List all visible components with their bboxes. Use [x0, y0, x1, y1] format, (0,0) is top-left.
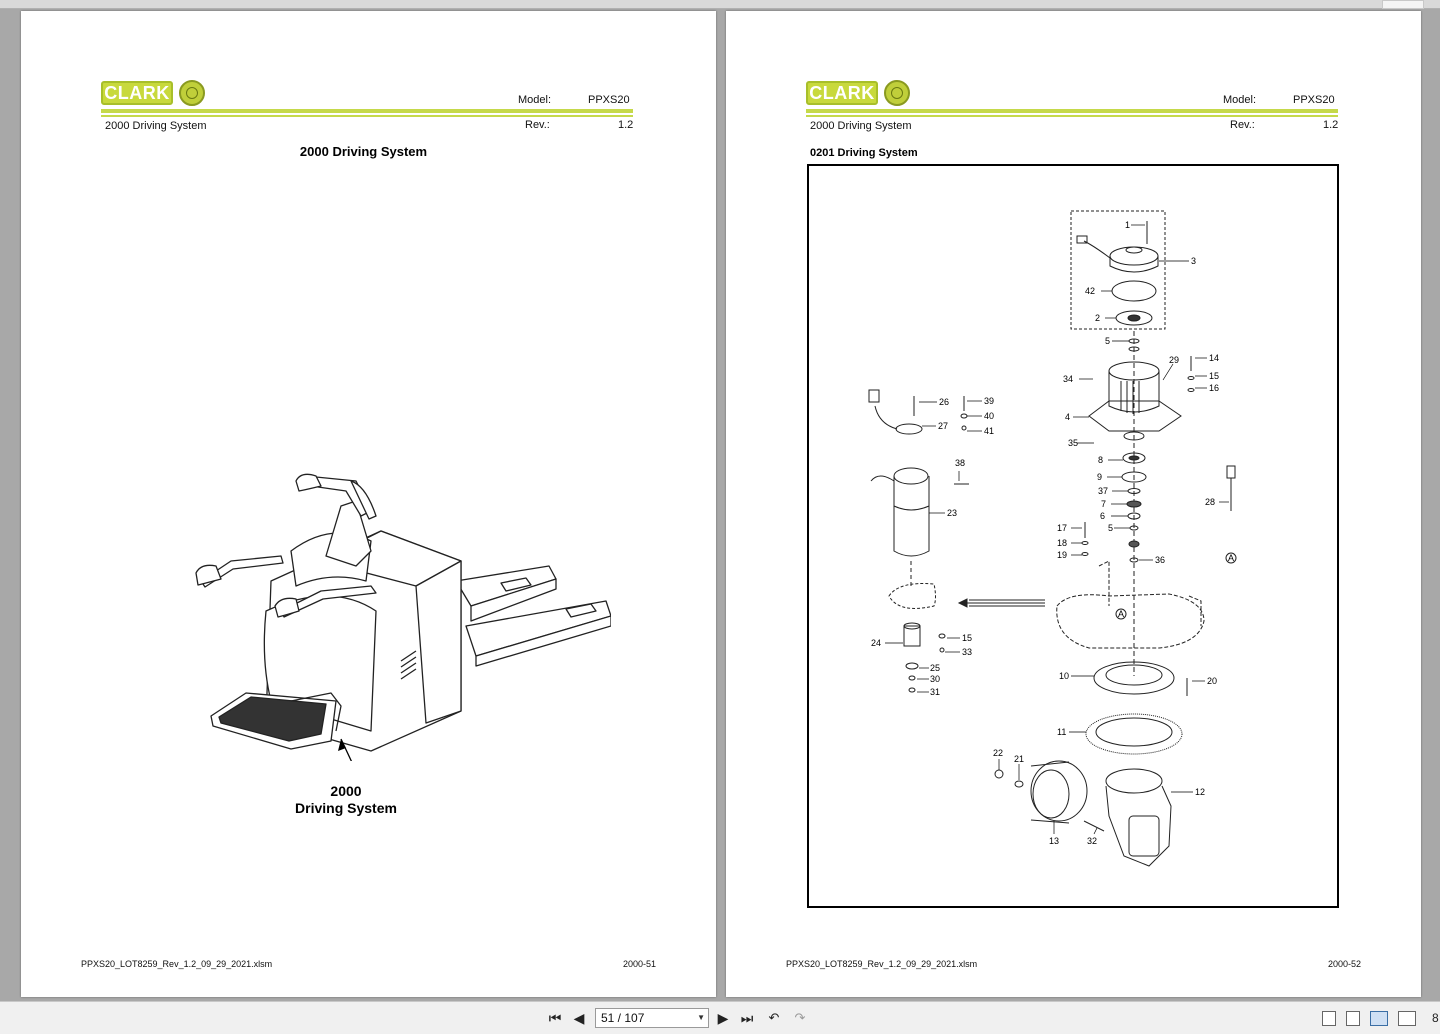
svg-text:13: 13 [1049, 836, 1059, 846]
svg-text:9: 9 [1097, 472, 1102, 482]
svg-text:41: 41 [984, 426, 994, 436]
footer-filename: PPXS20_LOT8259_Rev_1.2_09_29_2021.xlsm [786, 959, 978, 969]
page-indicator: 51 / 107 [601, 1011, 645, 1025]
svg-text:7: 7 [1101, 499, 1106, 509]
horizontal-scrollbar-thumb[interactable] [1382, 0, 1424, 9]
chevron-down-icon[interactable]: ▼ [697, 1013, 705, 1022]
svg-text:17: 17 [1057, 523, 1067, 533]
svg-text:5: 5 [1105, 336, 1110, 346]
last-page-icon[interactable]: ⏭ [740, 1010, 754, 1026]
rev-value: 1.2 [618, 119, 634, 131]
continuous-facing-icon[interactable] [1398, 1011, 1416, 1026]
svg-text:30: 30 [930, 674, 940, 684]
document-page-left: CLARK Model: PPXS20 2000 Driving System … [21, 11, 716, 997]
header-rule-thin [101, 115, 633, 117]
window-top-strip [0, 0, 1440, 9]
svg-text:A: A [1118, 609, 1124, 619]
page-number-input[interactable]: 51 / 107 ▼ [595, 1008, 709, 1028]
svg-text:5: 5 [1108, 523, 1113, 533]
prev-page-icon[interactable]: ◀ [573, 1010, 585, 1026]
svg-text:19: 19 [1057, 550, 1067, 560]
svg-text:24: 24 [871, 638, 881, 648]
svg-text:20: 20 [1207, 676, 1217, 686]
svg-text:35: 35 [1068, 438, 1078, 448]
svg-text:39: 39 [984, 396, 994, 406]
svg-text:34: 34 [1063, 374, 1073, 384]
clark-logo: CLARK [806, 80, 916, 109]
model-value: PPXS20 [1293, 94, 1335, 106]
next-page-icon[interactable]: ▶ [717, 1010, 729, 1026]
zoom-level-text[interactable]: 8 [1432, 1011, 1439, 1025]
callout-code: 2000 [330, 783, 362, 799]
single-page-icon[interactable] [1322, 1011, 1336, 1026]
svg-text:1: 1 [1125, 220, 1130, 230]
footer-page-number: 2000-51 [622, 959, 656, 969]
rev-label: Rev.: [1230, 119, 1255, 131]
diagram-title: 0201 Driving System [810, 147, 918, 159]
model-value: PPXS20 [588, 94, 630, 106]
svg-text:36: 36 [1155, 555, 1165, 565]
footer-page-number: 2000-52 [1327, 959, 1361, 969]
svg-text:8: 8 [1098, 455, 1103, 465]
svg-text:6: 6 [1100, 511, 1105, 521]
svg-text:10: 10 [1059, 671, 1069, 681]
part-number-labels: 1 3 42 2 5 29 14 15 16 34 4 35 8 9 37 7 [871, 220, 1234, 846]
svg-text:29: 29 [1169, 355, 1179, 365]
svg-text:15: 15 [1209, 371, 1219, 381]
callout-name: Driving System [295, 800, 397, 816]
svg-text:37: 37 [1098, 486, 1108, 496]
svg-text:A: A [1228, 553, 1234, 563]
svg-text:15: 15 [962, 633, 972, 643]
svg-text:16: 16 [1209, 383, 1219, 393]
go-forward-icon[interactable]: ↷ [794, 1010, 806, 1025]
svg-text:14: 14 [1209, 353, 1219, 363]
svg-text:26: 26 [939, 397, 949, 407]
header-section-name: 2000 Driving System [105, 120, 207, 132]
svg-text:3: 3 [1191, 256, 1196, 266]
svg-text:40: 40 [984, 411, 994, 421]
footer-filename: PPXS20_LOT8259_Rev_1.2_09_29_2021.xlsm [81, 959, 273, 969]
svg-text:42: 42 [1085, 286, 1095, 296]
clark-logo-wordmark: CLARK [101, 81, 173, 105]
svg-text:12: 12 [1195, 787, 1205, 797]
svg-text:32: 32 [1087, 836, 1097, 846]
svg-text:28: 28 [1205, 497, 1215, 507]
rev-label: Rev.: [525, 119, 550, 131]
svg-text:21: 21 [1014, 754, 1024, 764]
svg-text:33: 33 [962, 647, 972, 657]
viewer-toolbar: ⏮ ◀ 51 / 107 ▼ ▶ ⏭ ↶ ↷ 8 [0, 1001, 1440, 1034]
exploded-parts-diagram: 1 3 42 2 5 29 14 15 16 34 4 35 8 9 37 7 [807, 164, 1339, 908]
model-label: Model: [518, 94, 552, 106]
clark-seal-icon [884, 80, 910, 106]
header-rule [806, 109, 1338, 113]
go-back-icon[interactable]: ↶ [768, 1010, 780, 1025]
facing-pages-icon[interactable] [1370, 1011, 1388, 1026]
header-rule-thin [806, 115, 1338, 117]
svg-text:4: 4 [1065, 412, 1070, 422]
svg-text:38: 38 [955, 458, 965, 468]
svg-text:22: 22 [993, 748, 1003, 758]
svg-text:23: 23 [947, 508, 957, 518]
model-label: Model: [1223, 94, 1257, 106]
clark-seal-icon [179, 80, 205, 106]
exploded-view-drawing: 1 3 42 2 5 29 14 15 16 34 4 35 8 9 37 7 [868, 210, 1237, 867]
continuous-page-icon[interactable] [1346, 1011, 1360, 1026]
document-page-right: CLARK Model: PPXS20 2000 Driving System … [726, 11, 1421, 997]
clark-logo-wordmark: CLARK [806, 81, 878, 105]
svg-text:25: 25 [930, 663, 940, 673]
page-title: 2000 Driving System [299, 144, 428, 159]
callout-label: 2000 Driving System [271, 783, 421, 817]
svg-text:18: 18 [1057, 538, 1067, 548]
pallet-truck-illustration [195, 473, 611, 761]
svg-text:31: 31 [930, 687, 940, 697]
svg-text:27: 27 [938, 421, 948, 431]
clark-logo: CLARK [101, 80, 211, 109]
first-page-icon[interactable]: ⏮ [548, 1010, 562, 1026]
svg-text:2: 2 [1095, 313, 1100, 323]
header-section-name: 2000 Driving System [810, 120, 912, 132]
header-rule [101, 109, 633, 113]
part-callouts: 1 3 42 2 5 29 14 15 16 34 4 35 8 9 37 7 [871, 220, 1234, 846]
rev-value: 1.2 [1323, 119, 1339, 131]
svg-text:11: 11 [1057, 727, 1066, 737]
